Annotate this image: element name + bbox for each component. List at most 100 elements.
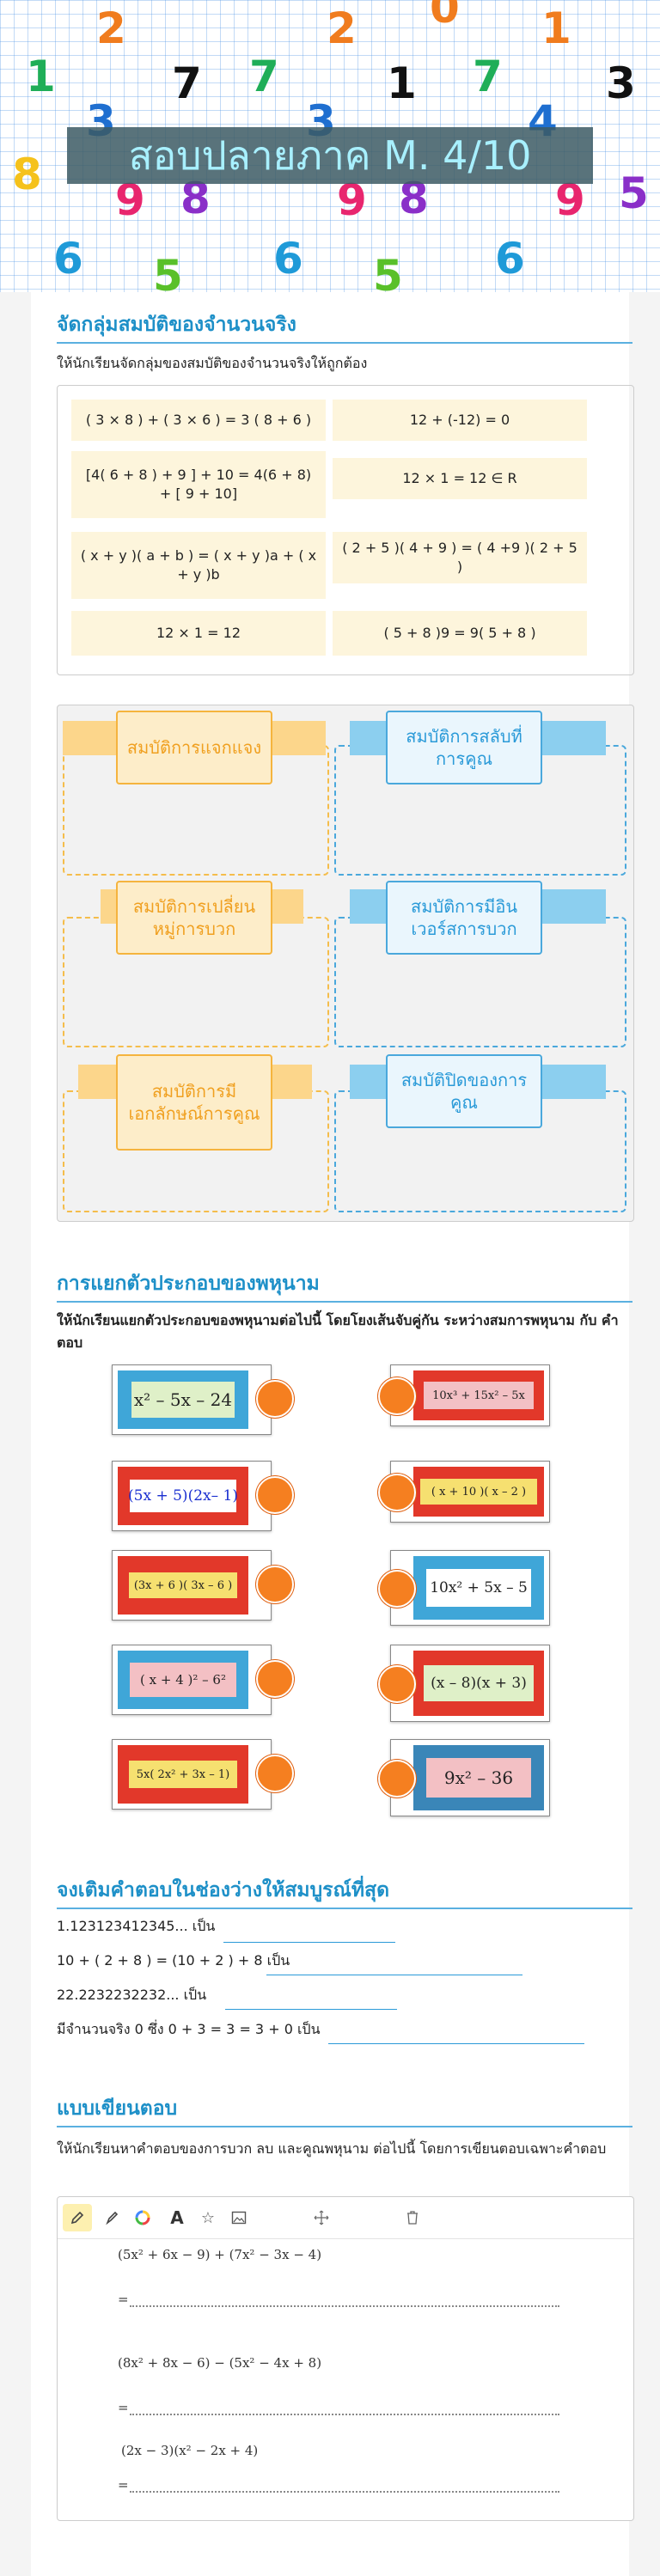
fill-blank-input-3[interactable] [328,2043,584,2044]
match-right-dot-3[interactable] [378,1665,416,1703]
marker-icon[interactable] [97,2204,126,2231]
card-frame: 9x² – 36 [413,1745,544,1810]
match-right-text-2: 10x² + 5x – 5 [426,1569,531,1607]
decorative-digit: 6 [53,234,83,284]
card-frame: (x – 8)(x + 3) [413,1651,544,1716]
match-left-dot-1[interactable] [256,1476,294,1514]
match-right-dot-0[interactable] [378,1377,416,1415]
section3-title: จงเติมคำตอบในช่องว่างให้สมบูรณ์ที่สุด [57,1879,390,1901]
decorative-digit: 8 [12,150,42,199]
match-left-text-2: (3x + 6 )( 3x – 6 ) [129,1572,237,1598]
group-label-multiplicative-identity: สมบัติการมีเอกลักษณ์การคูณ [116,1054,272,1151]
decorative-digit: 8 [399,174,429,223]
decorative-digit: 9 [337,175,367,225]
fill-blank-question-0: 1.123123412345... เป็น [57,1918,216,1934]
worksheet-card: จัดกลุ่มสมบัติของจำนวนจริง ให้นักเรียนจั… [31,292,634,2576]
image-icon[interactable] [224,2204,254,2231]
group-label-associative-addition: สมบัติการเปลี่ยนหมู่การบวก [116,881,272,955]
section4-instruction: ให้นักเรียนหาคำตอบของการบวก ลบ และคูณพหุ… [57,2140,607,2157]
match-right-card-3[interactable]: (x – 8)(x + 3) [390,1645,550,1722]
decorative-digit: 6 [495,234,525,284]
match-right-card-2[interactable]: 10x² + 5x – 5 [390,1550,550,1626]
property-groups: สมบัติการแจกแจง สมบัติการสลับที่การคูณ ส… [57,705,634,1222]
answer-line-0[interactable] [130,2305,559,2307]
chip-7[interactable]: ( 5 + 8 )9 = 9( 5 + 8 ) [333,611,587,656]
match-left-dot-3[interactable] [256,1660,294,1698]
match-left-dot-4[interactable] [256,1755,294,1792]
answer-line-1[interactable] [130,2414,559,2415]
match-left-card-4[interactable]: 5x( 2x² + 3x – 1) [112,1739,272,1810]
match-left-card-3[interactable]: ( x + 4 )² – 6² [112,1645,272,1715]
decorative-digit: 7 [473,52,503,101]
fill-blank-question-2: 22.2232232232... เป็น [57,1987,207,2003]
answer-prefix-1: = [118,2400,129,2415]
star-icon[interactable]: ☆ [200,2208,216,2227]
fill-blank-input-0[interactable] [223,1942,395,1943]
match-right-card-4[interactable]: 9x² – 36 [390,1739,550,1816]
match-left-dot-0[interactable] [256,1380,294,1418]
polynomial-problem-0: (5x² + 6x − 9) + (7x² − 3x − 4) [118,2247,322,2262]
match-left-text-0: x² – 5x – 24 [131,1382,235,1418]
answer-prefix-2: = [118,2477,129,2493]
card-frame: x² – 5x – 24 [118,1370,248,1429]
page-title: สอบปลายภาค M. 4/10 [128,132,532,179]
color-wheel-icon[interactable] [128,2204,157,2231]
decorative-digit: 9 [115,175,145,225]
decorative-digit: 8 [180,174,211,223]
section1-divider [57,342,632,344]
match-right-dot-4[interactable] [378,1760,416,1798]
decorative-digit: 0 [430,0,460,33]
match-right-text-1: ( x + 10 )( x – 2 ) [420,1479,537,1505]
section4-title: แบบเขียนตอบ [57,2097,178,2120]
match-right-card-1[interactable]: ( x + 10 )( x – 2 ) [390,1461,550,1523]
match-left-card-0[interactable]: x² – 5x – 24 [112,1364,272,1435]
chip-3[interactable]: 12 × 1 = 12 ∈ R [333,458,587,499]
decorative-digit: 9 [555,175,585,225]
decorative-digit: 5 [619,168,649,218]
text-icon[interactable]: A [170,2207,184,2228]
chip-5[interactable]: ( 2 + 5 )( 4 + 9 ) = ( 4 +9 )( 2 + 5 ) [333,532,587,583]
match-left-text-3: ( x + 4 )² – 6² [130,1663,236,1697]
decorative-digit: 7 [249,52,279,101]
section3-divider [57,1908,632,1909]
section4-divider [57,2126,632,2127]
drawing-answer-area[interactable]: A ☆ (5x² + 6x − 9) + (7x² − 3x − 4) = (8… [57,2196,634,2521]
chip-2[interactable]: [4( 6 + 8 ) + 9 ] + 10 = 4(6 + 8) + [ 9 … [71,451,326,518]
polynomial-problem-1: (8x² + 8x − 6) − (5x² − 4x + 8) [118,2355,322,2371]
chip-6[interactable]: 12 × 1 = 12 [71,611,326,656]
polynomial-problem-2: (2x − 3)(x² − 2x + 4) [121,2443,259,2458]
decorative-digit: 2 [96,3,126,53]
match-right-text-0: 10x³ + 15x² – 5x [424,1382,534,1409]
match-right-dot-1[interactable] [378,1474,416,1511]
decorative-digit: 7 [172,58,202,108]
drawing-toolbar: A ☆ [58,2197,633,2239]
decorative-digit: 1 [26,52,56,101]
card-frame: 5x( 2x² + 3x – 1) [118,1745,248,1804]
match-right-dot-2[interactable] [378,1570,416,1608]
decorative-digit: 3 [606,58,636,108]
chip-1[interactable]: 12 + (-12) = 0 [333,400,587,441]
chip-4[interactable]: ( x + y )( a + b ) = ( x + y )a + ( x + … [71,532,326,599]
trash-icon[interactable] [398,2204,427,2231]
match-right-card-0[interactable]: 10x³ + 15x² – 5x [390,1364,550,1426]
move-icon[interactable] [307,2204,336,2231]
match-left-card-2[interactable]: (3x + 6 )( 3x – 6 ) [112,1550,272,1621]
page-title-box: สอบปลายภาค M. 4/10 [67,127,593,184]
section2-divider [57,1301,632,1303]
card-frame: 10x² + 5x – 5 [413,1556,544,1620]
fill-blank-question-3: มีจำนวนจริง 0 ซึ่ง 0 + 3 = 3 = 3 + 0 เป็… [57,2021,321,2037]
section1-instruction: ให้นักเรียนจัดกลุ่มของสมบัติของจำนวนจริง… [57,355,368,371]
pencil-icon[interactable] [63,2204,92,2231]
answer-line-2[interactable] [130,2491,559,2493]
group-label-commutative-multiplication: สมบัติการสลับที่การคูณ [386,711,542,784]
card-frame: (5x + 5)(2x– 1) [118,1467,248,1525]
match-left-dot-2[interactable] [256,1566,294,1603]
property-chip-pool: ( 3 × 8 ) + ( 3 × 6 ) = 3 ( 8 + 6 ) 12 +… [57,385,634,675]
chip-0[interactable]: ( 3 × 8 ) + ( 3 × 6 ) = 3 ( 8 + 6 ) [71,400,326,441]
fill-blank-input-2[interactable] [225,2009,397,2010]
group-label-additive-inverse: สมบัติการมีอินเวอร์สการบวก [386,881,542,955]
decorative-digit: 5 [373,251,403,292]
answer-prefix-0: = [118,2292,129,2307]
match-left-card-1[interactable]: (5x + 5)(2x– 1) [112,1461,272,1531]
